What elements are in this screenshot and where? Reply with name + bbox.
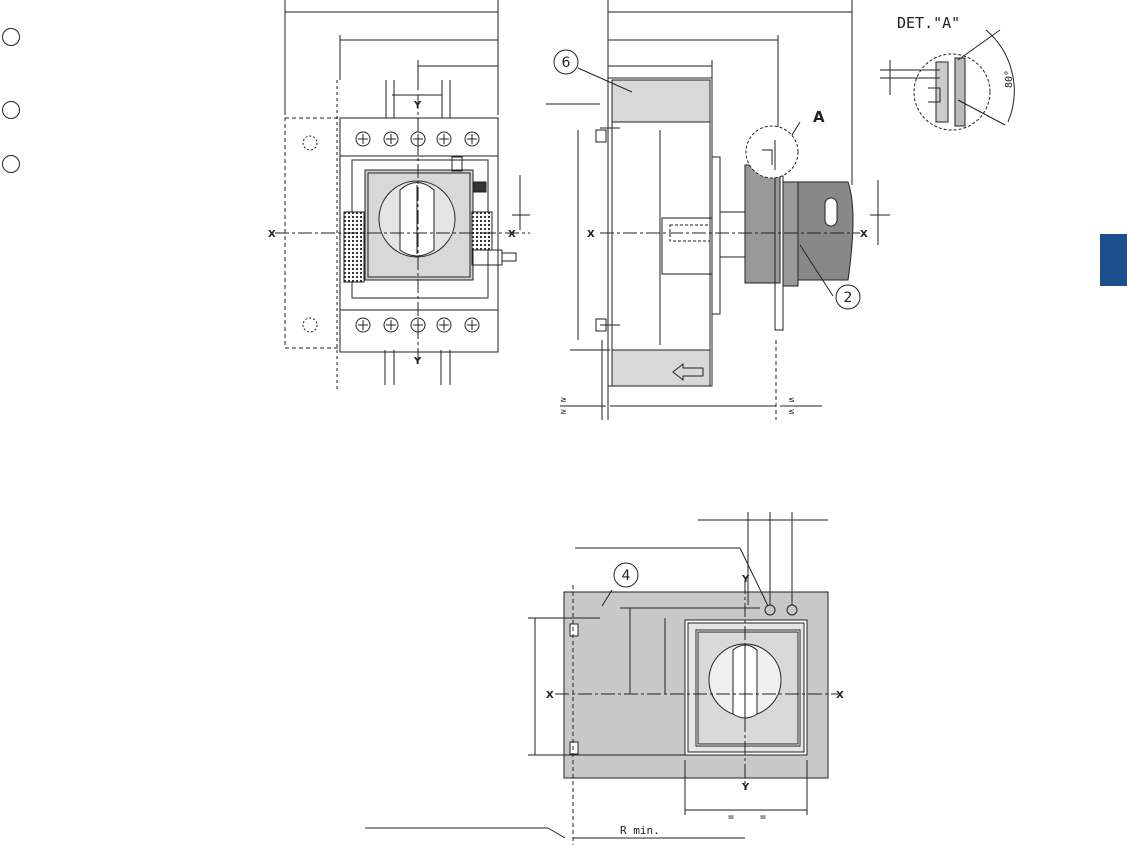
equal-label-right: = <box>760 812 766 823</box>
x-axis-label-side-left: X <box>587 229 595 240</box>
y-axis-label-panel-bottom: Y <box>741 782 750 793</box>
y-axis-label-front-top: Y <box>413 100 422 111</box>
callout-2: 2 <box>844 290 853 306</box>
x-axis-label-front-right: X <box>508 229 516 240</box>
y-axis-label-front-bottom: Y <box>413 356 422 367</box>
le-label-2: ≤ <box>788 407 795 416</box>
x-axis-label-side-right: X <box>860 229 868 240</box>
panel-cutout-view <box>365 512 838 845</box>
detail-angle-label: 80° <box>1004 70 1015 88</box>
x-axis-label-front-left: X <box>268 229 276 240</box>
callout-a: A <box>813 108 825 126</box>
x-axis-label-panel-right: X <box>836 690 844 701</box>
callout-4: 4 <box>622 568 631 584</box>
le-label-1: ≤ <box>788 395 795 404</box>
y-axis-label-panel-top: Y <box>741 574 750 585</box>
r-min-label: R min. <box>620 824 660 837</box>
side-view <box>546 0 890 420</box>
equal-label-left: = <box>728 812 734 823</box>
ge-label-2: ≥ <box>560 407 567 416</box>
front-view <box>275 0 530 390</box>
ge-label-1: ≥ <box>560 395 567 404</box>
detail-a <box>880 30 1014 130</box>
detail-a-title: DET."A" <box>897 14 960 32</box>
x-axis-label-panel-left: X <box>546 690 554 701</box>
callout-6: 6 <box>562 55 571 71</box>
